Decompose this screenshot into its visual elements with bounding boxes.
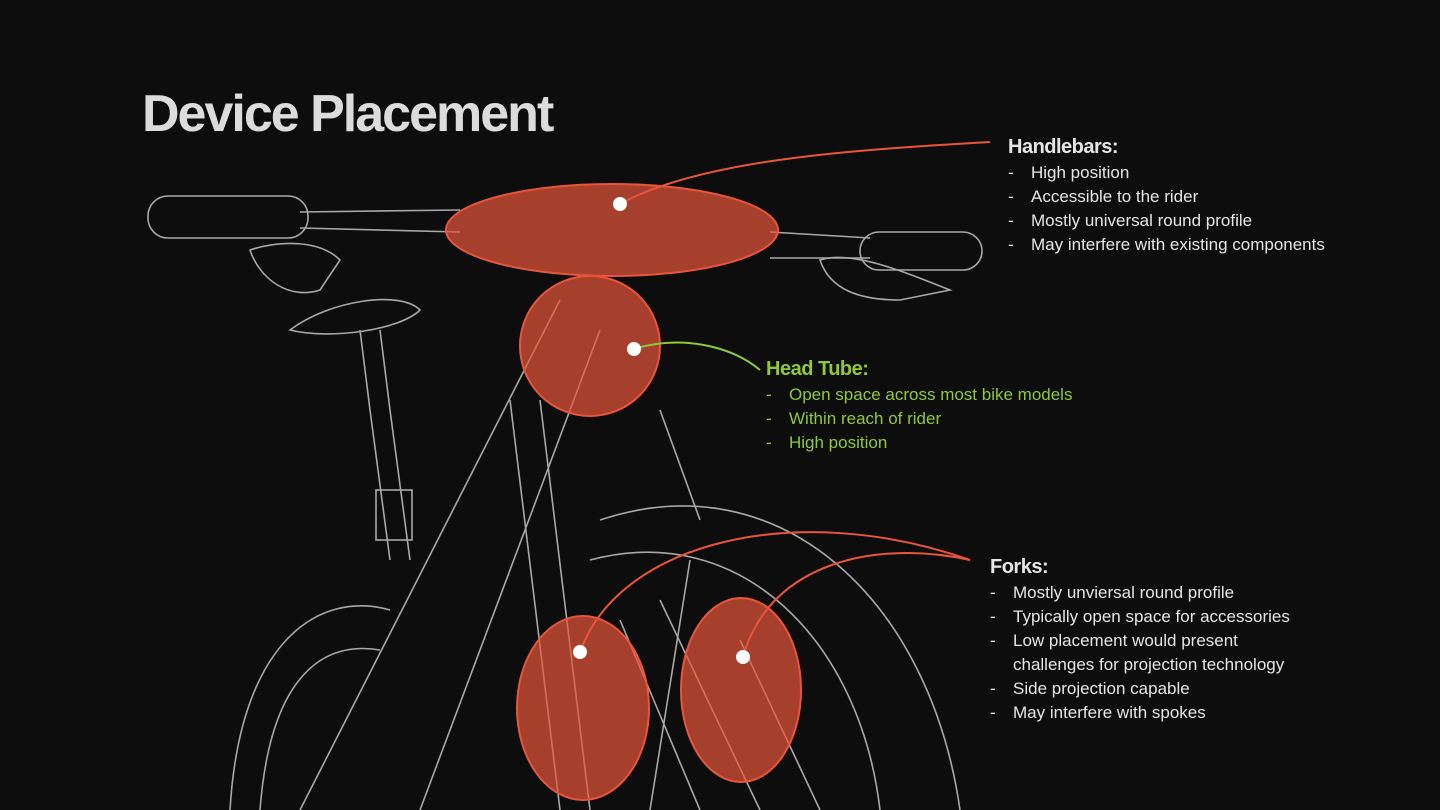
list-item: High position <box>1008 161 1325 185</box>
anchor-dots <box>573 197 750 664</box>
fork-right-highlight <box>680 597 802 783</box>
list-item: Mostly unviersal round profile <box>990 581 1290 605</box>
list-item: Low placement would present <box>990 629 1290 653</box>
placement-highlights <box>445 183 802 801</box>
handlebars-annotation: Handlebars: High position Accessible to … <box>1008 136 1325 257</box>
head-tube-highlight <box>519 275 661 417</box>
head-tube-annotation: Head Tube: Open space across most bike m… <box>766 358 1072 455</box>
list-item-continuation: challenges for projection technology <box>1013 655 1285 674</box>
page-title: Device Placement <box>142 85 554 143</box>
list-item: Typically open space for accessories <box>990 605 1290 629</box>
list-item: Side projection capable <box>990 677 1290 701</box>
list-item: Accessible to the rider <box>1008 185 1325 209</box>
list-item: Mostly universal round profile <box>1008 209 1325 233</box>
forks-annotation: Forks: Mostly unviersal round profile Ty… <box>990 556 1290 725</box>
forks-heading: Forks: <box>990 556 1049 578</box>
list-item: May interfere with existing components <box>1008 233 1325 257</box>
fork-left-highlight <box>516 615 650 801</box>
list-item: High position <box>766 431 1072 455</box>
list-item: May interfere with spokes <box>990 701 1290 725</box>
list-item: Within reach of rider <box>766 407 1072 431</box>
list-item: Open space across most bike models <box>766 383 1072 407</box>
leader-lines <box>579 141 991 658</box>
head-tube-heading: Head Tube: <box>766 358 869 380</box>
handlebars-heading: Handlebars: <box>1008 136 1119 158</box>
handlebars-highlight <box>445 183 779 277</box>
